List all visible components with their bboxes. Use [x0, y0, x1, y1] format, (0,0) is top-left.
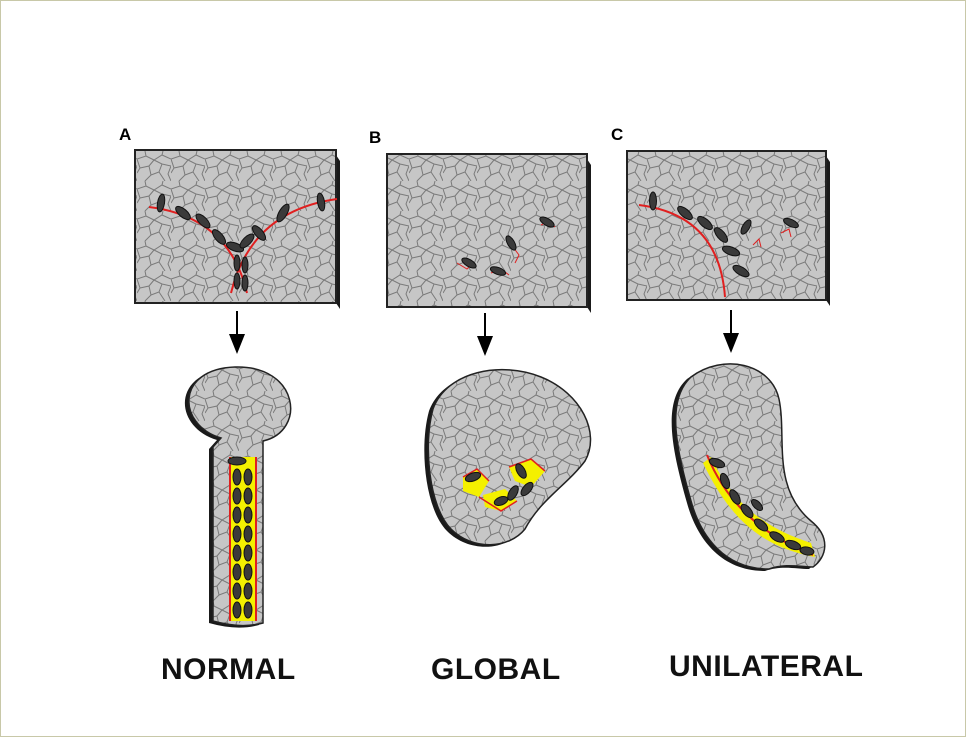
- panel-b-block-face: [387, 154, 587, 307]
- panel-a-arrow: [229, 311, 245, 354]
- panel-b-duct: [424, 370, 590, 547]
- panel-a-block: [135, 150, 340, 309]
- panel-b-letter: B: [369, 128, 381, 148]
- caption-global: GLOBAL: [431, 653, 561, 687]
- caption-normal: NORMAL: [161, 653, 296, 687]
- panel-b-block: [387, 154, 591, 313]
- caption-unilateral: UNILATERAL: [669, 650, 863, 684]
- panel-a-letter: A: [119, 125, 131, 145]
- panel-a-duct: [185, 367, 291, 628]
- panel-b-duct-body: [428, 370, 590, 545]
- panel-c-duct: [672, 364, 825, 571]
- panel-c-letter: C: [611, 125, 623, 145]
- panel-b-arrow: [477, 313, 493, 356]
- panel-c-block: [627, 151, 830, 306]
- panel-c-duct-body: [676, 364, 825, 569]
- panel-c-arrow: [723, 310, 739, 353]
